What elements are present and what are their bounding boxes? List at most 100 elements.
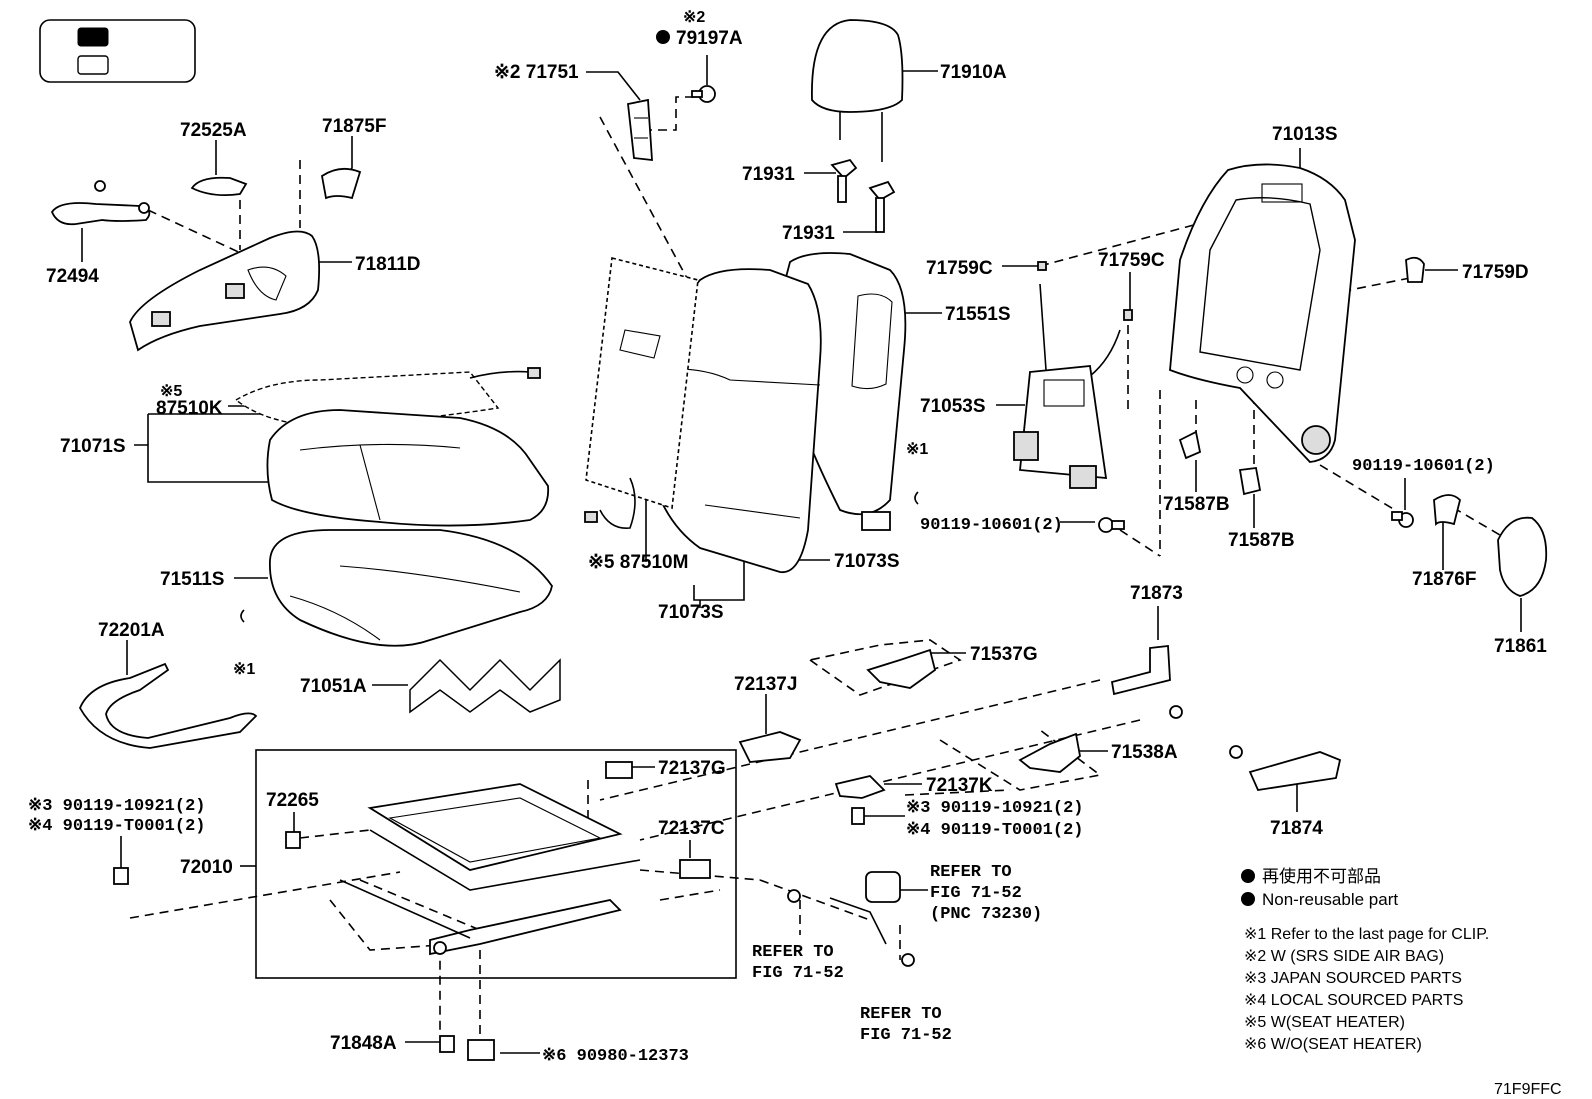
label-right-90119-T0001[interactable]: ※4 90119-T0001(2) [906, 821, 1083, 840]
refer-1-line3[interactable]: (PNC 73230) [930, 905, 1042, 924]
seatback-heater-87510M[interactable] [584, 256, 699, 529]
cover-72137K[interactable] [834, 775, 886, 799]
refer-1-line1[interactable]: REFER TO [930, 863, 1012, 882]
label-71861[interactable]: 71861 [1494, 636, 1547, 657]
label-71053S[interactable]: 71053S [920, 396, 986, 417]
connector-90980-12373[interactable] [467, 1039, 495, 1061]
cap-71876F[interactable] [1433, 494, 1461, 527]
seat-cover-71071S[interactable] [266, 409, 550, 527]
label-71873[interactable]: 71873 [1130, 583, 1183, 604]
label-71073S-a[interactable]: 71073S [834, 551, 900, 572]
cover-72137C[interactable] [679, 859, 711, 879]
label-71811D[interactable]: 71811D [355, 254, 421, 275]
label-72137J[interactable]: 72137J [734, 674, 797, 695]
label-72010[interactable]: 72010 [180, 857, 233, 878]
label-71759C-b[interactable]: 71759C [1098, 250, 1165, 271]
label-71931-b[interactable]: 71931 [782, 223, 835, 244]
bracket-71874[interactable] [1229, 745, 1342, 791]
label-71587B-a[interactable]: 71587B [1163, 494, 1230, 515]
label-71538A[interactable]: 71538A [1111, 742, 1178, 763]
headrest-support-71931[interactable] [830, 158, 896, 233]
note-2: ※2 W (SRS SIDE AIR BAG) [1244, 948, 1444, 965]
headrest-71910A[interactable] [811, 19, 904, 162]
bracket-71537G[interactable] [866, 648, 937, 689]
wire-72201A[interactable] [79, 662, 258, 749]
note-6: ※6 W/O(SEAT HEATER) [1244, 1036, 1422, 1053]
label-72201A[interactable]: 72201A [98, 620, 165, 641]
spring-71051A[interactable] [409, 658, 561, 714]
label-71759D[interactable]: 71759D [1462, 262, 1529, 283]
label-71751[interactable]: ※2 71751 [494, 62, 579, 83]
lumbar-support-71053S[interactable] [1013, 283, 1121, 489]
non-reusable-marker-79197A [656, 30, 670, 44]
label-clip-note-b: ※1 [233, 661, 255, 678]
label-87510K-note: ※5 [160, 383, 182, 400]
bracket-71587B[interactable] [1178, 430, 1262, 496]
side-shield-71811D[interactable] [129, 230, 321, 352]
label-71931-a[interactable]: 71931 [742, 164, 795, 185]
label-90119-10601-a[interactable]: 90119-10601(2) [920, 516, 1063, 535]
label-90980-12373[interactable]: ※6 90980-12373 [542, 1047, 689, 1066]
bolt-79197A[interactable] [691, 85, 716, 103]
bolt-71848A[interactable] [439, 1035, 455, 1053]
seat-pad-71511S[interactable] [269, 529, 553, 647]
label-71511S[interactable]: 71511S [160, 569, 224, 590]
label-72137C[interactable]: 72137C [658, 818, 725, 839]
refer-3-line2[interactable]: FIG 71-52 [860, 1026, 952, 1045]
label-72265[interactable]: 72265 [266, 790, 319, 811]
label-71073S-b[interactable]: 71073S [658, 602, 724, 623]
label-71551S[interactable]: 71551S [945, 304, 1011, 325]
label-71910A[interactable]: 71910A [940, 62, 1007, 83]
bracket-71751[interactable] [627, 98, 653, 162]
label-72137G[interactable]: 72137G [658, 758, 726, 779]
seatback-frame-71013S[interactable] [1169, 163, 1356, 463]
label-71537G[interactable]: 71537G [970, 644, 1038, 665]
label-90119-10601-b[interactable]: 90119-10601(2) [1352, 457, 1495, 476]
view-selector-box [39, 19, 196, 83]
label-71013S[interactable]: 71013S [1272, 124, 1338, 145]
bracket-71538A[interactable] [1018, 732, 1081, 773]
refer-3-line1[interactable]: REFER TO [860, 1005, 942, 1024]
label-87510M[interactable]: ※5 87510M [588, 552, 688, 573]
refer-2-line2[interactable]: FIG 71-52 [752, 964, 844, 983]
buckle-ref[interactable] [787, 871, 915, 967]
cover-72525A[interactable] [190, 176, 248, 197]
label-71587B-b[interactable]: 71587B [1228, 530, 1295, 551]
label-left-90119-10921[interactable]: ※3 90119-10921(2) [28, 797, 205, 816]
cover-72494[interactable] [50, 180, 151, 226]
bracket-71873[interactable] [1110, 645, 1183, 719]
bolt-90119-10921[interactable] [113, 807, 865, 885]
label-71051A[interactable]: 71051A [300, 676, 367, 697]
label-87510K[interactable]: 87510K [156, 398, 223, 419]
cover-72137G[interactable] [605, 761, 633, 779]
label-71874[interactable]: 71874 [1270, 818, 1323, 839]
label-71875F[interactable]: 71875F [322, 116, 386, 137]
label-left-90119-T0001[interactable]: ※4 90119-T0001(2) [28, 817, 205, 836]
label-right-90119-10921[interactable]: ※3 90119-10921(2) [906, 799, 1083, 818]
label-71848A[interactable]: 71848A [330, 1033, 397, 1054]
seat-track-72010[interactable] [255, 749, 737, 979]
refer-1-line2[interactable]: FIG 71-52 [930, 884, 1022, 903]
cover-72137J[interactable] [738, 731, 802, 763]
note-1: ※1 Refer to the last page for CLIP. [1244, 926, 1489, 943]
clip-71759D[interactable] [1405, 256, 1425, 283]
note-5: ※5 W(SEAT HEATER) [1244, 1014, 1405, 1031]
label-79197A[interactable]: 79197A [676, 28, 743, 49]
seat-heater-87510K[interactable] [234, 367, 541, 427]
label-72525A[interactable]: 72525A [180, 120, 247, 141]
label-72494[interactable]: 72494 [46, 266, 99, 287]
legend-jp: 再使用不可部品 [1262, 866, 1381, 886]
label-71759C-a[interactable]: 71759C [926, 258, 993, 279]
clip-71759C[interactable] [1037, 261, 1133, 321]
cover-71861[interactable] [1497, 516, 1548, 597]
view-selector-empty[interactable] [77, 55, 109, 75]
label-clip-note-a: ※1 [906, 441, 928, 458]
view-selector-filled[interactable] [77, 27, 109, 47]
bolt-90119-10601[interactable] [1098, 511, 1414, 533]
cap-71875F[interactable] [321, 167, 362, 200]
clip-72265[interactable] [285, 831, 301, 849]
label-72137K[interactable]: 72137K [926, 775, 993, 796]
refer-2-line1[interactable]: REFER TO [752, 943, 834, 962]
label-71071S[interactable]: 71071S [60, 436, 126, 457]
label-71876F[interactable]: 71876F [1412, 569, 1476, 590]
